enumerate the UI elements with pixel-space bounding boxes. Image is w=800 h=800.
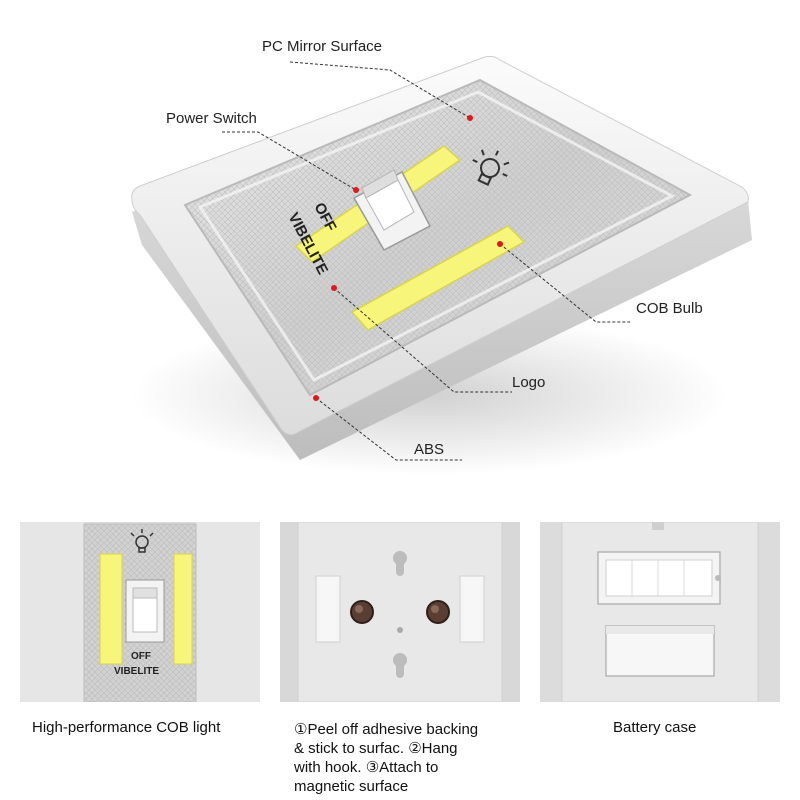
adhesive-pad-right (459, 575, 485, 643)
lens-prism-texture (185, 80, 690, 395)
leader-logo (333, 287, 512, 393)
panel-battery-case-photo (540, 522, 780, 702)
callout-pc-mirror-surface: PC Mirror Surface (262, 38, 383, 55)
leader-pc-mirror (289, 61, 471, 119)
magnet-right (426, 600, 450, 624)
battery-compartment (597, 551, 721, 605)
lens-inner-bezel (197, 90, 676, 382)
caption-cob-light: High-performance COB light (32, 719, 221, 736)
lightbulb-icon (472, 149, 510, 186)
callout-cob-bulb: COB Bulb (636, 300, 703, 317)
caption-mounting-instructions: ①Peel off adhesive backing & stick to su… (294, 720, 478, 796)
caption-line: with hook. ③Attach to (294, 759, 439, 776)
caption-battery-case: Battery case (613, 719, 697, 736)
magnet-left (350, 600, 374, 624)
marker-pc-mirror (467, 115, 473, 121)
marker-cob-bulb (497, 241, 503, 247)
leader-cob-bulb (499, 243, 630, 323)
power-switch[interactable] (125, 579, 165, 643)
power-switch[interactable] (352, 169, 432, 251)
caption-line: ①Peel off adhesive backing (294, 721, 479, 738)
callout-power-switch: Power Switch (166, 110, 257, 127)
panel-cob-light-photo: OFF VIBELITE (20, 522, 260, 702)
hang-hook-keyhole-top (393, 551, 407, 576)
lightbulb-icon (130, 529, 154, 553)
hang-hook-keyhole-bottom (393, 653, 407, 678)
product-illustration: OFF VIBELITE (130, 55, 752, 475)
callout-logo: Logo (512, 374, 546, 391)
caption-line: magnetic surface (294, 778, 409, 795)
marker-power-switch (353, 187, 359, 193)
marker-abs (313, 395, 319, 401)
panel-back-mounting-photo (280, 522, 520, 702)
adhesive-pad-left (315, 575, 341, 643)
caption-line: & stick to surfac. ②Hang (294, 740, 458, 757)
cob-bulb-lower (350, 225, 526, 331)
cob-bulb-right (173, 553, 193, 665)
battery-cover[interactable] (605, 625, 715, 677)
switch-off-label: OFF (131, 651, 151, 662)
leader-power-switch (222, 131, 357, 191)
callout-abs: ABS (414, 441, 445, 458)
marker-logo (331, 285, 337, 291)
brand-logo: VIBELITE (114, 666, 159, 677)
cob-bulb-left (99, 553, 123, 665)
leader-abs (315, 397, 462, 461)
